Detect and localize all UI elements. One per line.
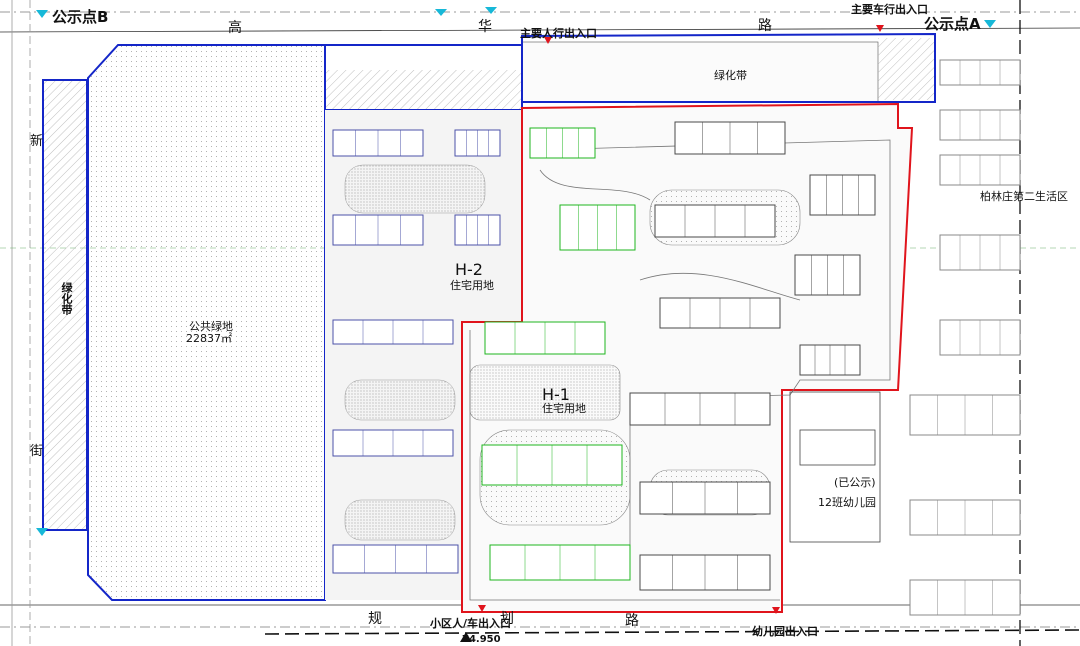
community-entrance-label: 小区人/车出入口 <box>430 617 512 630</box>
green-belt-label: 绿化带 <box>714 69 747 82</box>
elevation-marker <box>460 632 472 642</box>
kindergarten-name-label: 12班幼儿园 <box>818 496 876 509</box>
public-point-b-label: 公示点B <box>52 8 109 26</box>
elevation-label: 74.950 <box>462 634 501 645</box>
east-community-label: 柏林庄第二生活区 <box>980 190 1068 203</box>
east-hatch <box>878 38 935 100</box>
h1-buildings <box>481 121 876 591</box>
south-road-char-2: 划 <box>500 611 516 627</box>
h1-use-label: 住宅用地 <box>542 402 586 415</box>
entrance-markers <box>478 25 884 614</box>
public-point-markers <box>36 7 996 536</box>
kindergarten-status-label: (已公示) <box>834 476 876 489</box>
h2-code-label: H-2 <box>455 260 483 279</box>
kindergarten-entrance-label: 幼儿园出入口 <box>752 625 818 638</box>
west-green-strip <box>42 79 88 531</box>
west-road-char-2: 街 <box>30 444 46 459</box>
public-point-a-label: 公示点A <box>924 15 981 33</box>
west-road-char-1: 新 <box>30 134 46 149</box>
kindergarten-lot <box>789 391 881 543</box>
park-name-label: 公共绿地 <box>189 320 233 333</box>
south-road-char-3: 路 <box>625 613 641 629</box>
h2-plazas <box>344 164 486 541</box>
h2-buildings <box>332 129 501 574</box>
main-vehicle-entrance-label: 主要车行出入口 <box>851 3 928 16</box>
north-road-char-3: 路 <box>758 18 774 34</box>
h1-code-label: H-1 <box>542 385 570 404</box>
main-pedestrian-entrance-label: 主要人行出入口 <box>520 27 597 40</box>
south-road-char-1: 规 <box>368 611 384 627</box>
east-buildings <box>909 59 1021 616</box>
green-belt-rect <box>521 41 879 103</box>
internal-roads <box>469 139 891 601</box>
h2-hatch <box>325 70 522 110</box>
h2-use-label: 住宅用地 <box>450 279 494 292</box>
park-area-label: 22837㎡ <box>186 332 232 345</box>
north-road-char-1: 高 <box>228 20 244 36</box>
north-road-char-2: 华 <box>478 19 494 35</box>
west-strip-label: 绿化带 <box>60 282 73 315</box>
